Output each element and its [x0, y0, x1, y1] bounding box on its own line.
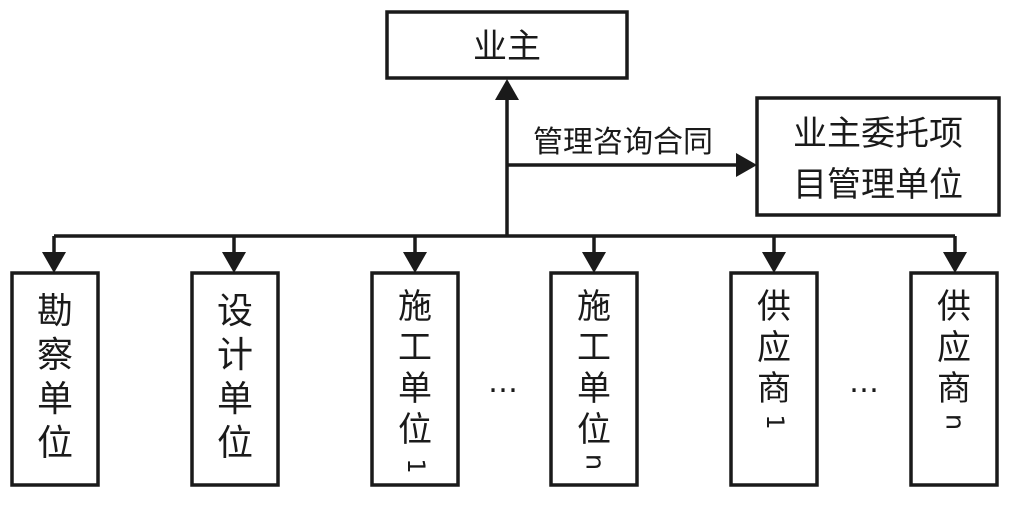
owner-box	[385, 10, 629, 80]
builder-1-suffix: 1	[402, 458, 430, 473]
builder-n-char-3: 单	[577, 369, 611, 409]
node-supplier-n: 供 应 商 n	[909, 271, 999, 487]
node-builder-1: 施 工 单 位 1	[370, 271, 460, 487]
builder-n-box	[549, 271, 639, 487]
arrow-to-supplier-1	[762, 252, 786, 273]
owner-label: 业主	[473, 27, 541, 67]
supplier-n-suffix: n	[940, 414, 970, 430]
arrow-to-owner	[495, 79, 519, 100]
pm-unit-line-2: 目管理单位	[793, 165, 963, 205]
ellipsis-builders: …	[488, 365, 518, 400]
survey-char-3: 单	[37, 379, 73, 420]
builder-1-char-2: 工	[398, 328, 432, 368]
supplier-1-suffix: 1	[761, 414, 789, 429]
survey-char-2: 察	[37, 335, 73, 376]
arrow-to-supplier-n	[943, 252, 967, 273]
node-design: 设 计 单 位	[190, 271, 280, 487]
arrow-to-pm-unit	[736, 153, 757, 177]
ellipsis-suppliers: …	[849, 365, 879, 400]
builder-1-char-3: 单	[398, 369, 432, 409]
pm-unit-line-1: 业主委托项	[793, 114, 963, 154]
supplier-n-char-3: 商	[937, 369, 971, 409]
node-builder-n: 施 工 单 位 n	[549, 271, 639, 487]
design-char-1: 设	[217, 291, 253, 332]
design-char-3: 单	[217, 379, 253, 420]
builder-n-suffix: n	[580, 454, 610, 470]
builder-n-char-1: 施	[577, 287, 611, 327]
builder-1-char-4: 位	[398, 410, 432, 450]
arrow-to-builder-n	[582, 252, 606, 273]
node-owner: 业主	[385, 10, 629, 80]
edge-label: 管理咨询合同	[533, 125, 713, 160]
node-survey: 勘 察 单 位	[10, 271, 100, 487]
survey-char-4: 位	[37, 423, 73, 464]
supplier-n-char-2: 应	[937, 328, 971, 368]
supplier-1-char-1: 供	[757, 287, 791, 327]
design-char-2: 计	[217, 335, 253, 376]
arrow-to-survey	[42, 252, 66, 273]
pm-unit-box	[755, 96, 1001, 217]
builder-1-char-1: 施	[398, 287, 432, 327]
arrow-to-builder-1	[403, 252, 427, 273]
supplier-1-char-3: 商	[757, 369, 791, 409]
supplier-1-char-2: 应	[757, 328, 791, 368]
builder-n-char-2: 工	[577, 328, 611, 368]
arrow-to-design	[222, 252, 246, 273]
node-pm-unit: 业主委托项 目管理单位	[755, 96, 1001, 217]
survey-box	[10, 271, 100, 487]
supplier-n-box	[909, 271, 999, 487]
design-box	[190, 271, 280, 487]
supplier-1-box	[729, 271, 819, 487]
design-char-4: 位	[217, 423, 253, 464]
supplier-n-char-1: 供	[937, 287, 971, 327]
survey-char-1: 勘	[37, 291, 73, 332]
builder-n-char-4: 位	[577, 410, 611, 450]
connectors	[42, 79, 967, 273]
node-supplier-1: 供 应 商 1	[729, 271, 819, 487]
builder-1-box	[370, 271, 460, 487]
